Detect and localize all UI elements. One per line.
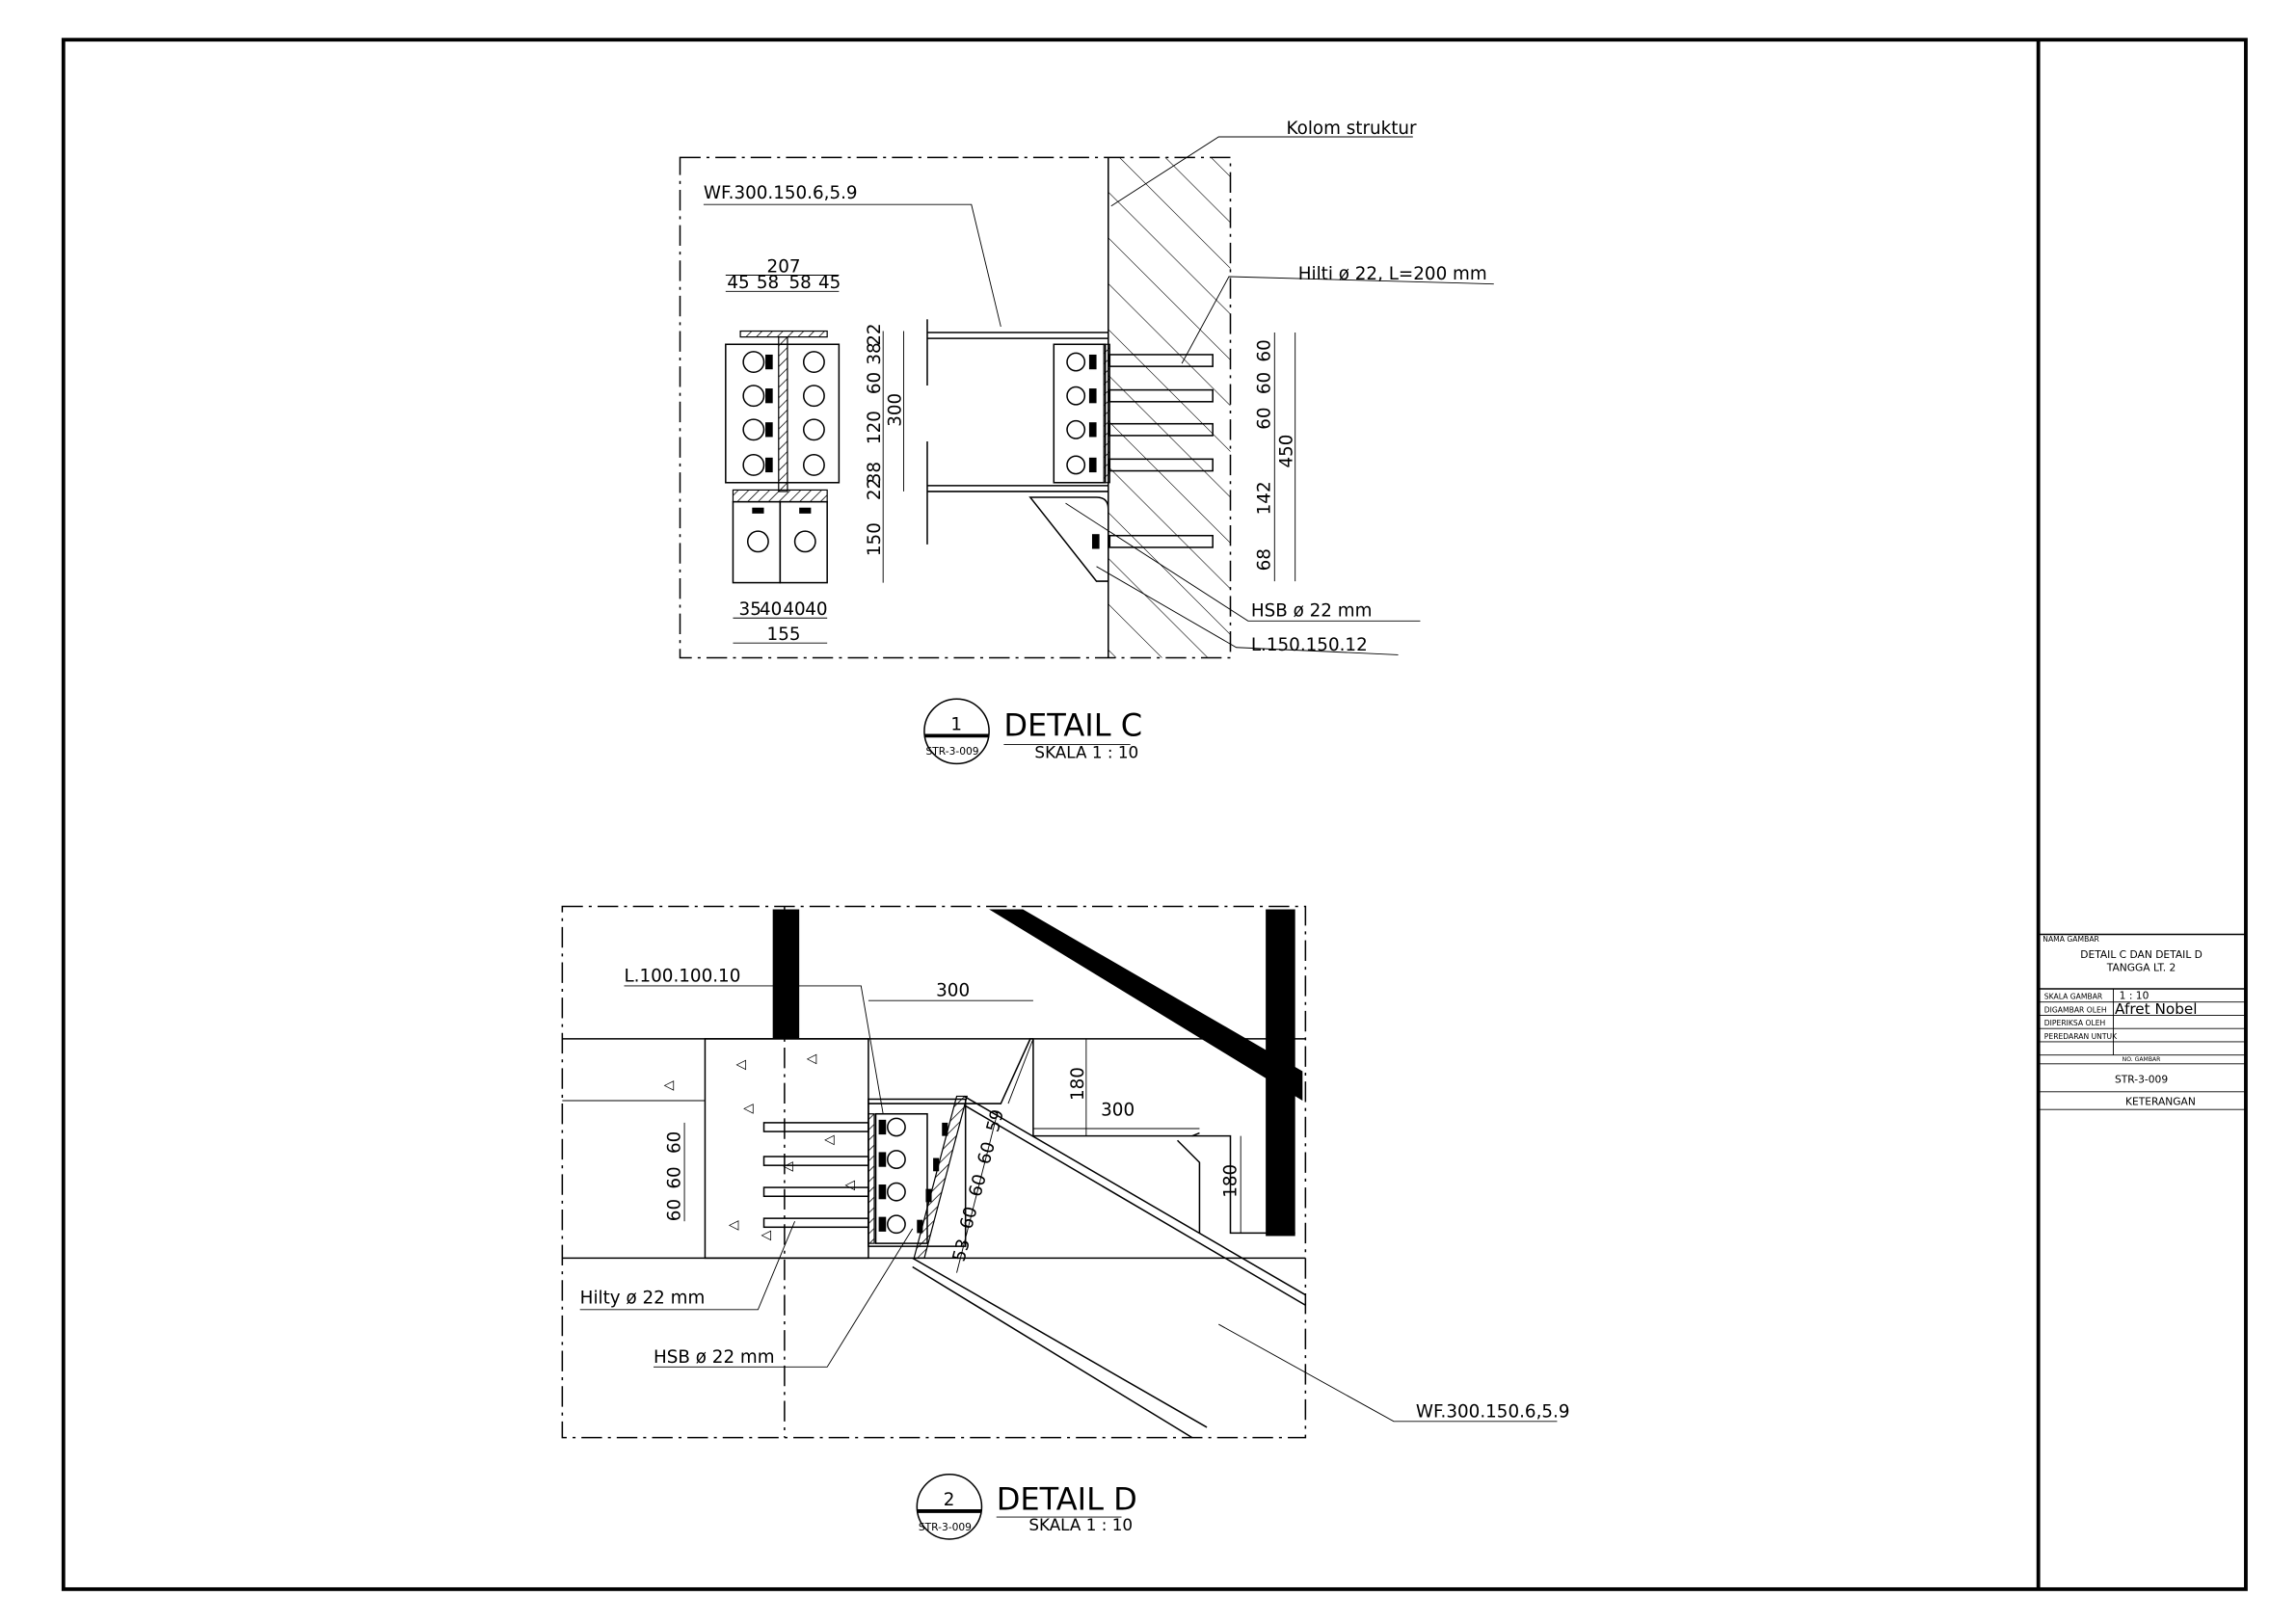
dim-anchor-spacing: 60 [1255,339,1275,361]
drawing-title-line-1: DETAIL C DAN DETAIL D [2080,948,2203,961]
svg-text:◁: ◁ [664,1078,675,1093]
sheet-reference: STR-3-009 [925,745,978,758]
dim-bolt-spacing: 60 [956,1205,981,1232]
anchor-rods [1108,354,1214,548]
structural-column-hatch [1108,157,1231,658]
wf-beam-elevation [926,319,1214,582]
label-angle: L.150.150.12 [1251,635,1368,655]
name-label: NAMA GAMBAR [2042,935,2099,944]
detail-c-dimensions: 207 45 58 58 45 22 38 60 120 38 22 150 3… [725,256,1297,645]
dim-bolt-spacing: 53 [949,1237,974,1264]
drawn-by-value: Afret Nobel [2115,1000,2197,1018]
steel-post [772,909,800,1039]
detail-title: DETAIL D [997,1480,1137,1517]
dim-width: 58 [757,273,779,293]
dim-width: 45 [818,273,841,293]
dim-riser: 180 [1068,1067,1088,1101]
dim-bottom-total: 155 [767,625,801,645]
anchor-rods [762,1122,869,1229]
detail-d-labels: L.100.100.10 Hilty ø 22 mm HSB ø 22 mm W… [580,966,1570,1423]
wf-beam-section [725,330,841,584]
dim-anchor-spacing: 60 [1255,372,1275,394]
label-anchor: Hilty ø 22 mm [580,1289,706,1309]
svg-text:◁: ◁ [729,1217,739,1233]
detail-d: ◁◁◁ ◁◁◁ ◁◁◁ [561,905,1570,1540]
dim-vertical: 120 [865,411,885,444]
detail-c-boundary [679,156,1232,659]
dim-vertical: 150 [865,522,885,556]
detail-d-title: 2 STR-3-009 DETAIL D SKALA 1 : 10 [916,1474,1137,1540]
drawing-number-label: NO. GAMBAR [2122,1056,2161,1063]
dim-bolt-spacing: 59 [983,1107,1008,1134]
title-block: NAMA GAMBAR DETAIL C DAN DETAIL D TANGGA… [2038,933,2246,1110]
steel-brace [989,909,1303,1102]
dim-anchor-spacing: 60 [664,1131,684,1154]
drawing-number: STR-3-009 [2115,1074,2168,1086]
dim-anchor-spacing: 60 [664,1166,684,1188]
dim-section-height: 300 [886,393,906,427]
detail-number: 1 [950,714,962,734]
concrete-marks: ◁◁◁ ◁◁◁ ◁◁◁ [664,1051,856,1242]
label-angle: L.100.100.10 [624,966,740,986]
dim-total-width: 207 [767,256,801,277]
checked-by-label: DIPERIKSA OLEH [2044,1019,2106,1027]
dim-bolt-spacing: 60 [974,1140,1000,1167]
detail-scale: SKALA 1 : 10 [1034,742,1138,761]
dim-bottom-width: 40 [760,599,782,620]
dim-vertical: 22 [865,323,885,345]
inclined-wf-beam [912,1095,1306,1439]
dim-bolt-spacing: 60 [965,1172,990,1199]
detail-number: 2 [944,1490,955,1510]
scale-label: SKALA GAMBAR [2044,993,2103,1001]
svg-text:◁: ◁ [743,1101,754,1116]
dim-tread: 300 [936,981,970,1001]
drawn-by-label: DIGAMBAR OLEH [2044,1005,2107,1014]
dim-bottom-width: 40 [805,599,827,620]
svg-text:◁: ◁ [736,1056,747,1072]
drawing-title-line-2: TANGGA LT. 2 [2106,962,2176,974]
label-anchor: Hilti ø 22, L=200 mm [1298,264,1487,284]
detail-title: DETAIL C [1003,706,1142,743]
svg-text:◁: ◁ [844,1178,855,1193]
dim-bottom-width: 35 [739,599,761,620]
svg-text:◁: ◁ [761,1228,771,1243]
detail-c-title: 1 STR-3-009 DETAIL C SKALA 1 : 10 [923,698,1142,765]
dim-vertical: 38 [865,342,885,364]
sheet-border [61,38,2248,1591]
dim-width: 58 [788,273,811,293]
dim-anchor-spacing: 68 [1255,548,1275,571]
label-beam: WF.300.150.6,5.9 [704,183,858,203]
label-beam: WF.300.150.6,5.9 [1416,1401,1570,1422]
sheet-reference: STR-3-009 [919,1521,972,1533]
dim-tread: 300 [1101,1100,1135,1120]
notes-label: KETERANGAN [2125,1096,2196,1108]
dim-width: 45 [727,273,749,293]
dim-vertical: 60 [865,372,885,394]
dim-anchor-spacing: 60 [1255,407,1275,429]
svg-text:◁: ◁ [824,1131,835,1147]
label-bolt: HSB ø 22 mm [1251,601,1373,622]
detail-scale: SKALA 1 : 10 [1028,1515,1133,1534]
dim-anchor-spacing: 142 [1255,481,1275,515]
detail-c-labels: Kolom struktur WF.300.150.6,5.9 Hilti ø … [704,119,1494,655]
svg-text:◁: ◁ [807,1051,817,1066]
dim-vertical: 38 [865,462,885,484]
dim-vertical: 22 [865,478,885,500]
dim-anchor-total: 450 [1277,435,1297,468]
detail-c: 207 45 58 58 45 22 38 60 120 38 22 150 3… [679,119,1494,765]
bolt-icons [878,1117,948,1235]
bolt-icons [742,351,825,553]
label-bolt: HSB ø 22 mm [654,1347,775,1368]
scale-value: 1 : 10 [2120,990,2149,1002]
label-column: Kolom struktur [1287,119,1417,139]
distribution-label: PEREDARAN UNTUK [2044,1032,2118,1041]
detail-d-boundary [561,905,1307,1439]
dim-riser: 180 [1221,1164,1241,1198]
dim-anchor-spacing: 60 [664,1199,684,1221]
dim-bottom-width: 40 [783,599,805,620]
